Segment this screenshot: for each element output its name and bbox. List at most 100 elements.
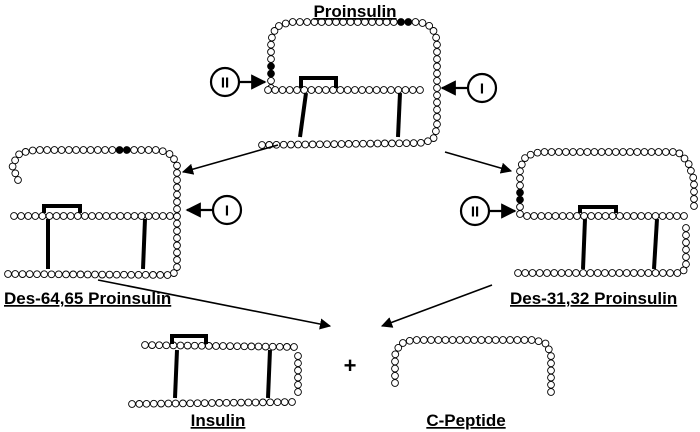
- residue: [633, 148, 642, 156]
- residue: [59, 212, 68, 220]
- des-31-32-main-chain: [516, 148, 698, 218]
- residue: [173, 169, 181, 177]
- residue: [540, 148, 549, 156]
- residue: [171, 399, 180, 408]
- residue: [601, 269, 609, 277]
- residue: [547, 352, 555, 360]
- residue: [294, 388, 302, 396]
- residue: [388, 139, 396, 148]
- residue: [165, 150, 174, 158]
- disulfide-bridge-2: [396, 92, 402, 138]
- des-64-65-main-chain: [4, 146, 181, 279]
- residue: [576, 148, 585, 156]
- residue: [441, 336, 450, 344]
- des-31-32-b-chain: [514, 224, 690, 277]
- des-64-65-proinsulin-title: Des-64,65 Proinsulin: [4, 289, 171, 308]
- residue: [40, 270, 49, 279]
- residue: [251, 398, 260, 407]
- residue: [31, 212, 40, 220]
- residue: [587, 212, 596, 220]
- residue: [141, 341, 149, 349]
- residue: [433, 120, 441, 129]
- residue: [516, 174, 524, 183]
- residue: [294, 352, 302, 360]
- residue: [339, 18, 348, 26]
- residue: [351, 86, 359, 94]
- residue: [359, 139, 367, 148]
- residue: [183, 341, 192, 350]
- residue: [644, 269, 653, 277]
- residue: [273, 398, 282, 407]
- residue: [534, 337, 543, 346]
- residue: [95, 212, 103, 220]
- residue: [301, 140, 310, 149]
- residue: [173, 212, 181, 221]
- arrow-des-64-65-to-products: [97, 279, 332, 330]
- residue: [637, 212, 646, 220]
- residue: [142, 399, 151, 408]
- residue: [17, 212, 25, 220]
- residue: [520, 336, 529, 344]
- residue: [619, 148, 627, 156]
- residue: [535, 269, 544, 277]
- residue: [608, 269, 617, 277]
- residue: [267, 55, 275, 63]
- residue: [387, 86, 395, 94]
- residue: [682, 231, 690, 240]
- residue: [130, 212, 139, 220]
- residue: [259, 398, 267, 407]
- residue: [661, 148, 670, 156]
- residue: [208, 399, 216, 407]
- residue: [170, 269, 178, 277]
- residue: [425, 21, 434, 30]
- cleavage-site-label: I: [480, 81, 484, 98]
- residue: [268, 33, 276, 42]
- residue: [411, 18, 420, 26]
- residue: [669, 148, 677, 156]
- residue: [394, 343, 403, 352]
- residue: [219, 342, 227, 350]
- residue: [433, 113, 441, 121]
- residue: [558, 212, 567, 220]
- residue: [156, 271, 165, 279]
- cleavage-residue: [267, 62, 275, 71]
- residue: [682, 224, 690, 232]
- residue: [170, 155, 178, 163]
- residue: [134, 270, 143, 279]
- c-peptide-title: C-Peptide: [426, 411, 505, 430]
- residue: [43, 146, 51, 154]
- residue: [18, 270, 27, 278]
- residue: [433, 84, 441, 92]
- residue: [516, 181, 524, 190]
- residue: [137, 146, 146, 154]
- residue: [615, 269, 624, 277]
- residue: [523, 212, 531, 220]
- residue: [583, 148, 592, 156]
- residue: [149, 271, 157, 279]
- residue: [506, 336, 514, 344]
- residue: [366, 139, 375, 148]
- residue: [173, 161, 181, 170]
- residue: [149, 399, 158, 408]
- residue: [580, 212, 588, 220]
- proinsulin-main-chain: [258, 18, 441, 149]
- residue: [690, 202, 698, 210]
- disulfide-bridge-2: [652, 218, 659, 270]
- residue: [343, 86, 352, 94]
- residue: [516, 210, 524, 218]
- cleavage-residue: [267, 69, 275, 78]
- residue: [93, 146, 102, 154]
- residue: [278, 86, 287, 94]
- residue: [155, 341, 164, 350]
- residue: [594, 212, 603, 220]
- residue: [336, 86, 345, 94]
- residue: [233, 342, 242, 351]
- residue: [267, 48, 275, 56]
- residue: [108, 146, 117, 154]
- residue: [193, 399, 202, 408]
- residue: [288, 398, 296, 406]
- residue: [173, 176, 181, 184]
- disulfide-bridge-1: [298, 92, 308, 138]
- cleavage-marker-i-des-64-65: I: [185, 194, 243, 226]
